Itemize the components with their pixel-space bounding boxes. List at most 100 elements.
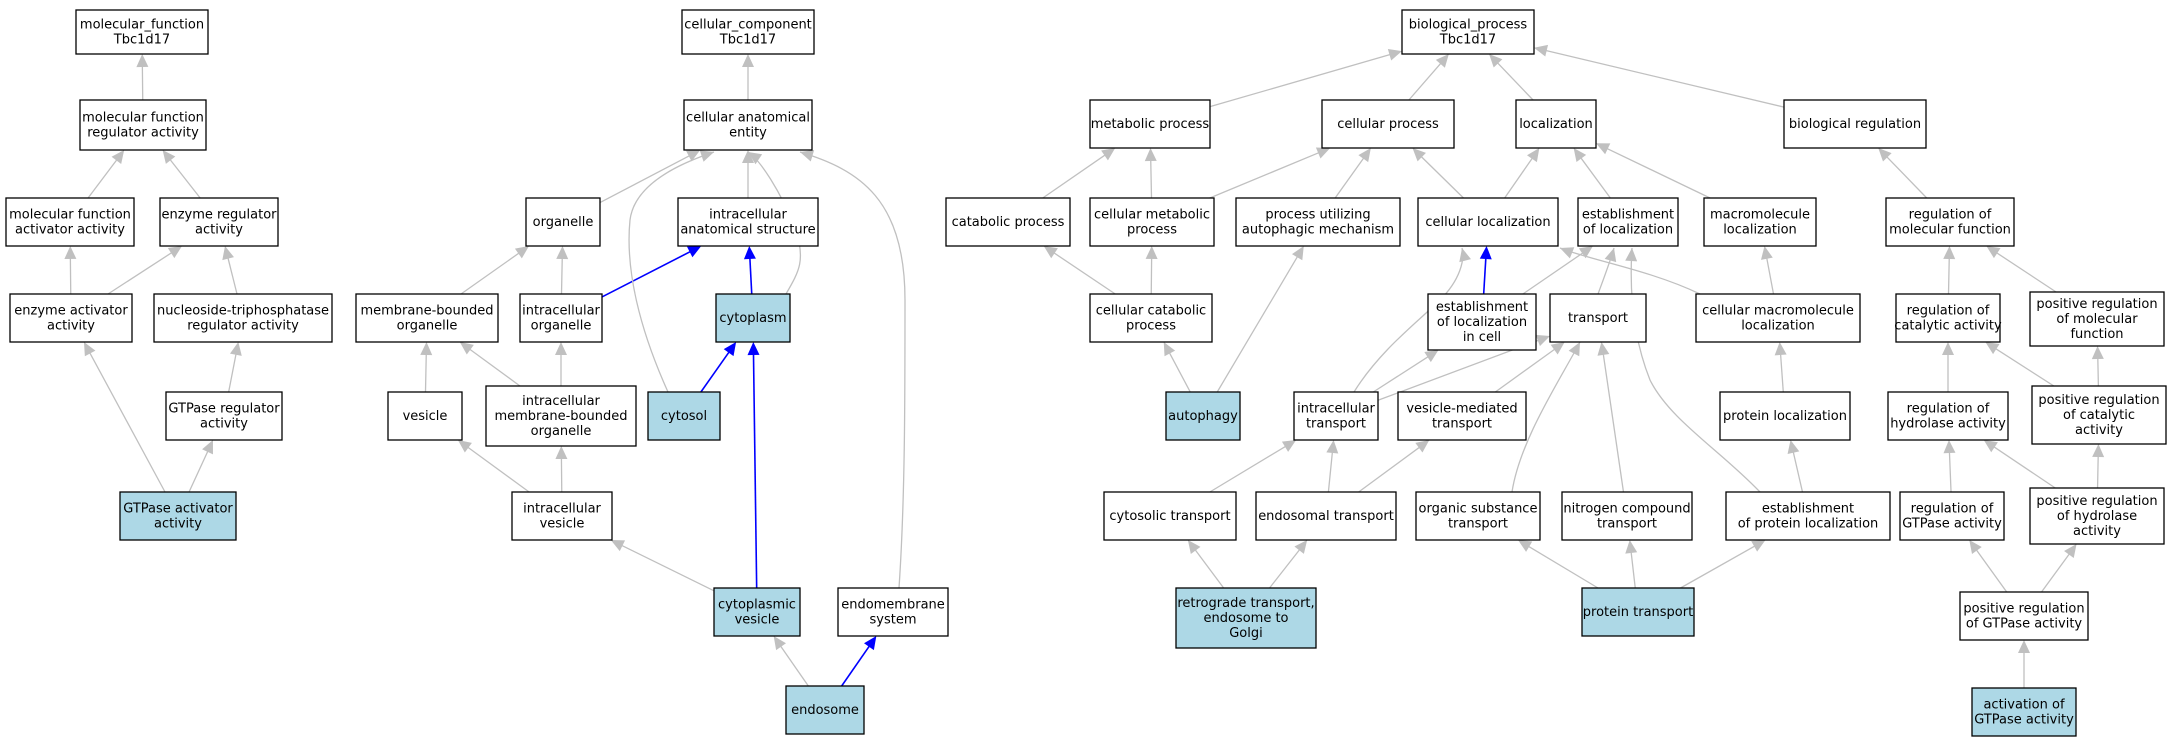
node-box	[1321, 99, 1455, 149]
edge-cloc-to-local	[1504, 155, 1535, 199]
node-box	[519, 293, 603, 343]
node-box	[713, 587, 801, 637]
go-term-node-protloc[interactable]: protein localization	[1719, 391, 1851, 441]
node-label-line: activity	[195, 223, 243, 238]
node-label-line: regulation of	[1907, 304, 1990, 319]
node-label-line: localization	[1519, 117, 1593, 132]
node-box	[2029, 487, 2165, 545]
edge-io-to-organelle-arrowhead	[556, 246, 569, 260]
edge-cv-to-cytoplasm	[752, 351, 758, 589]
go-term-node-organelle[interactable]: organelle	[525, 197, 601, 247]
go-term-node-local[interactable]: localization	[1515, 99, 1597, 149]
node-box	[785, 685, 865, 735]
edge-cytosol-to-cytoplasm-arrowhead	[723, 342, 737, 357]
node-box	[5, 197, 135, 247]
node-label-line: process utilizing	[1265, 208, 1370, 223]
edge-prottrans-to-nitro-arrowhead	[1625, 540, 1638, 554]
node-box	[511, 491, 613, 541]
node-box	[1887, 391, 2009, 441]
edge-enz_reg-to-mf_reg-arrowhead	[162, 150, 176, 164]
go-term-node-vesicle[interactable]: vesicle	[387, 391, 463, 441]
node-label-line: positive regulation	[2036, 494, 2157, 509]
go-term-node-metab[interactable]: metabolic process	[1089, 99, 1211, 149]
edge-mf_act-to-mf_reg-arrowhead	[111, 150, 125, 164]
edge-estloccell-to-estloc-arrowhead	[1578, 246, 1593, 259]
go-term-node-cloc[interactable]: cellular localization	[1417, 197, 1559, 247]
go-term-node-cytotrans[interactable]: cytosolic transport	[1103, 491, 1237, 541]
node-box	[9, 293, 133, 343]
edge-mbo-to-organelle-arrowhead	[514, 246, 529, 259]
node-label-line: function	[2070, 327, 2123, 342]
go-term-node-cellproc[interactable]: cellular process	[1321, 99, 1455, 149]
node-box	[153, 293, 333, 343]
go-term-node-autophagy[interactable]: autophagy	[1165, 391, 1241, 441]
node-label-line: anatomical structure	[680, 223, 815, 238]
go-term-node-bioreg[interactable]: biological regulation	[1783, 99, 1927, 149]
node-label-line: entity	[729, 126, 767, 141]
edge-prottrans-to-orgsub-arrowhead	[1518, 540, 1533, 552]
go-term-node-endosome[interactable]: endosome	[785, 685, 865, 735]
go-term-node-cytoplasm[interactable]: cytoplasm	[715, 293, 791, 343]
edge-cmacroloc-to-macroloc-arrowhead	[1760, 246, 1773, 260]
go-term-node-transport[interactable]: transport	[1549, 293, 1647, 343]
edge-cellproc-to-bp_root-arrowhead	[1435, 54, 1449, 68]
node-label-line: GTPase activity	[1902, 517, 2002, 532]
edge-ias-to-cae-arrowhead	[742, 150, 754, 163]
go-term-node-cytosol[interactable]: cytosol	[647, 391, 721, 441]
go-term-node-endotrans[interactable]: endosomal transport	[1255, 491, 1397, 541]
node-label-line: of molecular	[2056, 312, 2138, 327]
go-term-node-prottrans[interactable]: protein transport	[1581, 587, 1695, 637]
go-term-node-catab[interactable]: catabolic process	[945, 197, 1071, 247]
node-label-line: regulation of	[1907, 402, 1990, 417]
node-box	[945, 197, 1071, 247]
edge-ictrans-to-estloccell-arrowhead	[1424, 350, 1439, 363]
node-box	[683, 99, 813, 151]
edge-posreggtp-to-posreghyd-arrowhead	[2064, 544, 2077, 559]
edge-endosome-to-cv	[778, 643, 809, 687]
edge-ictrans-to-transport-arrowhead	[1535, 334, 1550, 347]
edge-retro-to-endotrans-arrowhead	[1294, 540, 1308, 554]
edge-ntp_reg-to-enz_reg	[226, 255, 238, 295]
